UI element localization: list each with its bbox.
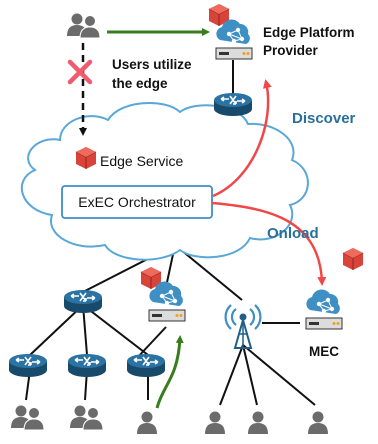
users-utilize-line1: Users utilize [112,57,192,72]
provider-label-line1: Edge Platform [263,25,355,40]
onload-package-icon [342,247,364,271]
router-icon [63,289,103,314]
mec-edge-server-icon [305,289,343,330]
top-users-icon [66,13,101,39]
orchestrator-label: ExEC Orchestrator [78,194,196,210]
person-icon [308,411,328,434]
lower-edge-server-icon [148,281,186,322]
blocked-cross-icon [67,59,93,85]
person-icon [137,411,157,434]
person-icon [205,411,225,434]
onload-label: Onload [267,225,319,242]
users-icon [69,405,104,431]
discover-arrow [212,79,272,198]
onload-arrow [211,201,327,286]
discover-label: Discover [292,110,356,127]
edge-cloud [20,102,309,261]
orchestrator-box [61,185,213,219]
users-utilize-line2: the edge [112,76,168,91]
router-icon [67,353,107,378]
user-to-edge-arrow [155,335,184,409]
provider-label-line2: Provider [263,43,319,58]
router-icon [8,353,48,378]
edge-service-label: Edge Service [100,153,183,169]
router-icon [126,353,166,378]
provider-edge-server-icon [215,19,253,60]
provider-router-icon [213,92,253,117]
person-icon [248,411,268,434]
mec-label: MEC [309,344,339,359]
users-icon [10,405,45,431]
antenna-icon [224,304,262,349]
